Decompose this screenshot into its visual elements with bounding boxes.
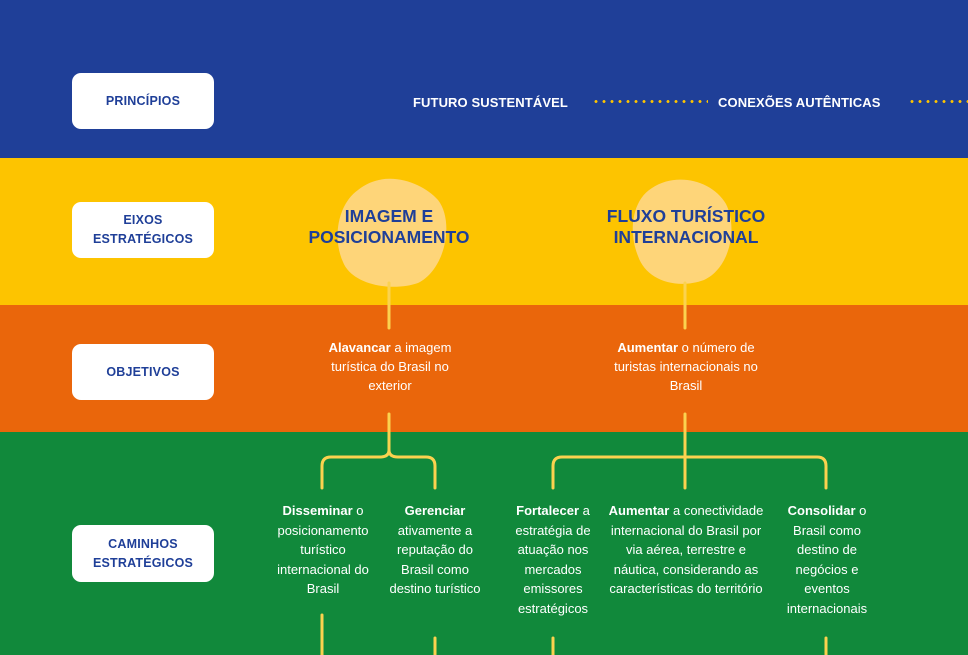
objective-1: Alavancar a imagem turística do Brasil n… (328, 340, 452, 393)
bracket-1 (320, 448, 437, 490)
path-4: Aumentar a conectividade internacional d… (608, 503, 764, 596)
path-2: Gerenciar ativamente a reputação do Bras… (389, 503, 481, 596)
path-3: Fortalecer a estratégia de atuação nos m… (515, 503, 591, 616)
axis-blob-2 (632, 179, 732, 284)
row-label-principles: PRINCÍPIOS (72, 73, 214, 129)
bracket-2 (551, 455, 828, 490)
axis-blob-1 (337, 178, 447, 287)
axis-title-flow: FLUXO TURÍSTICO INTERNACIONAL (606, 206, 766, 247)
dotted-separator (592, 100, 708, 103)
principle-2: CONEXÕES AUTÊNTICAS (718, 95, 881, 110)
path-1: Disseminar o posicionamento turístico in… (277, 503, 369, 596)
path-5: Consolidar o Brasil como destino de negó… (786, 503, 868, 616)
row-label-axes: EIXOS ESTRATÉGICOS (72, 202, 214, 258)
dotted-separator-trailing (908, 100, 968, 103)
row-label-paths: CAMINHOS ESTRATÉGICOS (72, 525, 214, 582)
principle-1: FUTURO SUSTENTÁVEL (413, 95, 568, 110)
objective-2: Aumentar o número de turistas internacio… (614, 340, 758, 393)
row-label-objectives: OBJETIVOS (72, 344, 214, 400)
axis-title-image: IMAGEM E POSICIONAMENTO (308, 206, 470, 247)
